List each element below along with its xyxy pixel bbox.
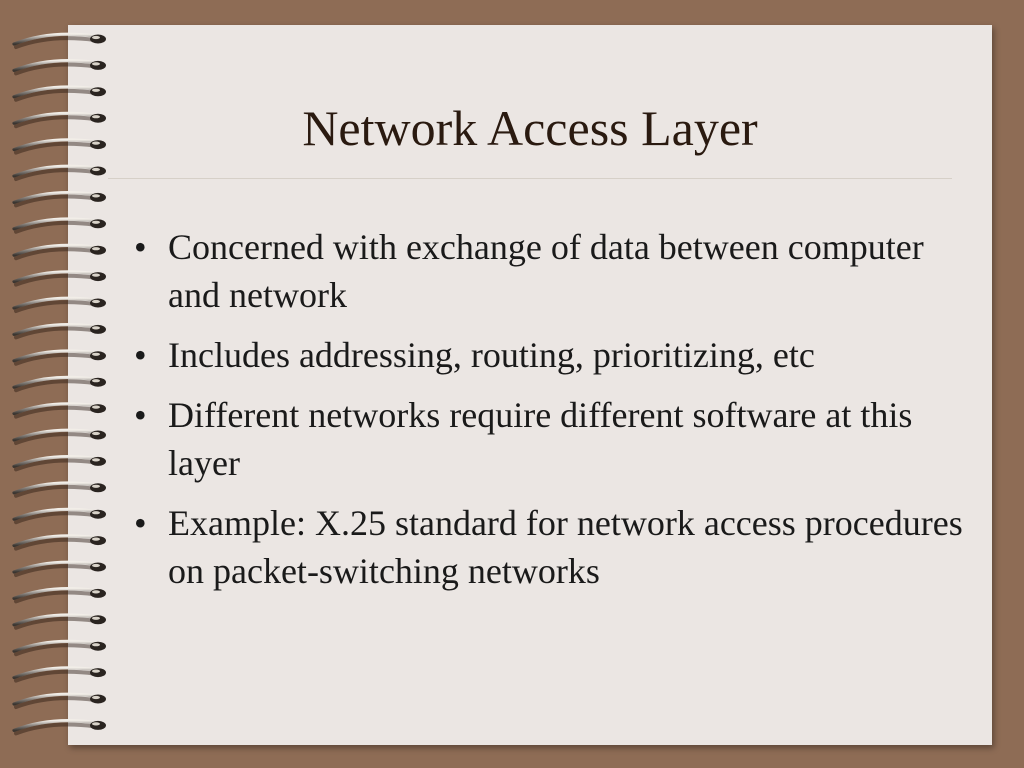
spiral-ring xyxy=(12,243,106,261)
spiral-ring xyxy=(12,85,106,102)
spiral-ring xyxy=(12,402,106,419)
spiral-ring xyxy=(12,323,106,340)
spiral-ring xyxy=(12,587,106,604)
spiral-ring xyxy=(12,270,106,287)
bullet-text: Different networks require different sof… xyxy=(168,395,913,483)
spiral-ring xyxy=(12,507,106,525)
bullet-dot-icon: • xyxy=(134,335,147,375)
spiral-ring xyxy=(12,349,106,366)
bullet-item: • Different networks require different s… xyxy=(128,391,968,487)
spiral-ring xyxy=(12,164,106,181)
spiral-ring xyxy=(12,111,106,129)
bullet-text: Includes addressing, routing, prioritizi… xyxy=(168,335,815,375)
spiral-ring xyxy=(12,666,106,683)
spiral-ring xyxy=(12,560,106,577)
spiral-ring xyxy=(12,375,106,393)
bullet-dot-icon: • xyxy=(134,395,147,435)
spiral-ring xyxy=(12,32,106,49)
spiral-ring xyxy=(12,719,106,736)
bullet-dot-icon: • xyxy=(134,503,147,543)
spiral-ring xyxy=(12,217,106,234)
title-divider xyxy=(108,178,952,179)
spiral-ring xyxy=(12,428,106,445)
spiral-ring xyxy=(12,296,106,313)
spiral-binding-icon xyxy=(12,32,106,736)
bullet-dot-icon: • xyxy=(134,227,147,267)
bullet-item: • Example: X.25 standard for network acc… xyxy=(128,499,968,595)
bullet-list: • Concerned with exchange of data betwee… xyxy=(128,223,968,607)
spiral-ring xyxy=(12,613,106,630)
bullet-item: • Concerned with exchange of data betwee… xyxy=(128,223,968,319)
spiral-ring xyxy=(12,59,106,76)
slide-title: Network Access Layer xyxy=(302,100,758,156)
bullet-item: • Includes addressing, routing, prioriti… xyxy=(128,331,968,379)
spiral-ring xyxy=(12,534,106,551)
bullet-text: Concerned with exchange of data between … xyxy=(168,227,924,315)
spiral-ring xyxy=(12,481,106,498)
spiral-ring xyxy=(12,692,106,709)
spiral-ring xyxy=(12,191,106,208)
spiral-ring xyxy=(12,639,106,657)
spiral-ring xyxy=(12,138,106,155)
bullet-text: Example: X.25 standard for network acces… xyxy=(168,503,963,591)
spiral-ring xyxy=(12,455,106,472)
notebook-page: Network Access Layer • Concerned with ex… xyxy=(68,25,992,745)
